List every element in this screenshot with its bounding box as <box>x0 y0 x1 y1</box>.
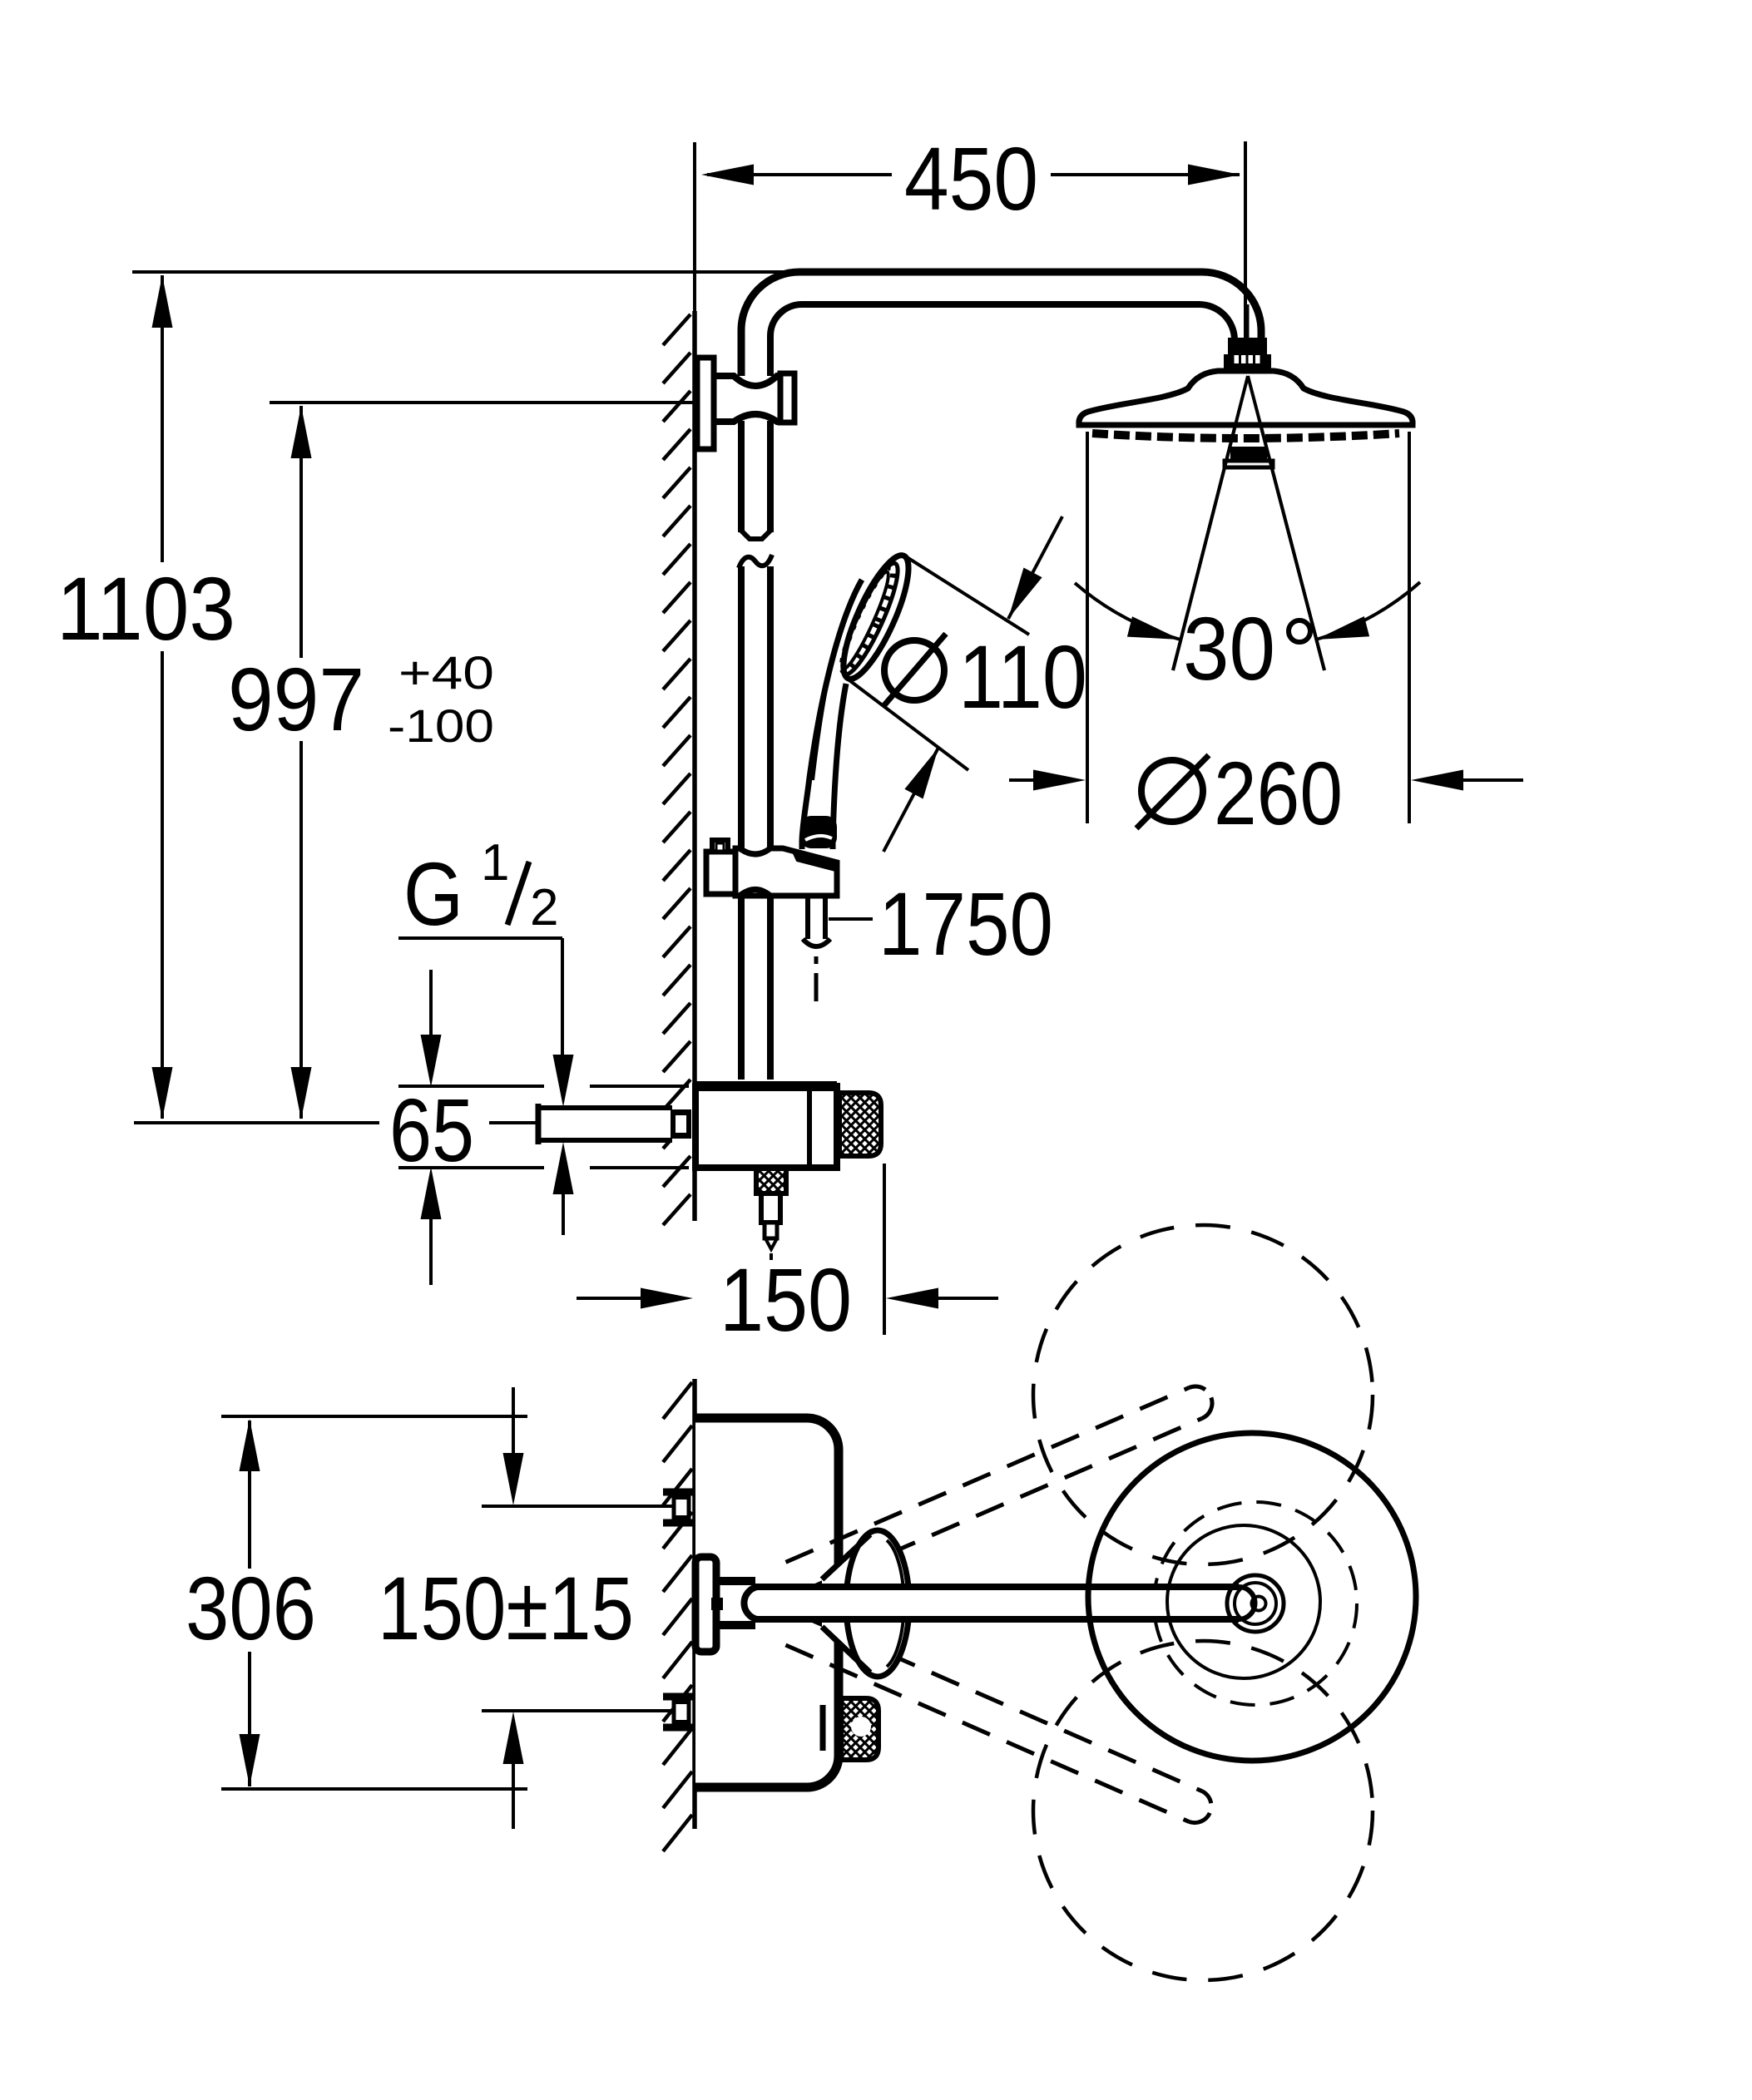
svg-text:2: 2 <box>530 879 558 936</box>
svg-text:1103: 1103 <box>57 558 235 659</box>
svg-text:1750: 1750 <box>878 873 1053 974</box>
svg-text:150: 150 <box>720 1249 852 1350</box>
svg-text:150±15: 150±15 <box>378 1558 634 1658</box>
svg-text:260: 260 <box>1214 743 1343 843</box>
svg-text:+40: +40 <box>398 646 494 699</box>
svg-text:G: G <box>403 843 463 944</box>
svg-text:110: 110 <box>958 626 1087 727</box>
svg-text:30: 30 <box>1183 598 1275 699</box>
svg-text:-100: -100 <box>388 699 494 752</box>
svg-text:306: 306 <box>186 1558 316 1658</box>
svg-text:65: 65 <box>389 1080 474 1180</box>
svg-text:450: 450 <box>904 128 1038 229</box>
svg-text:997: 997 <box>228 649 364 749</box>
svg-text:1: 1 <box>481 834 509 892</box>
